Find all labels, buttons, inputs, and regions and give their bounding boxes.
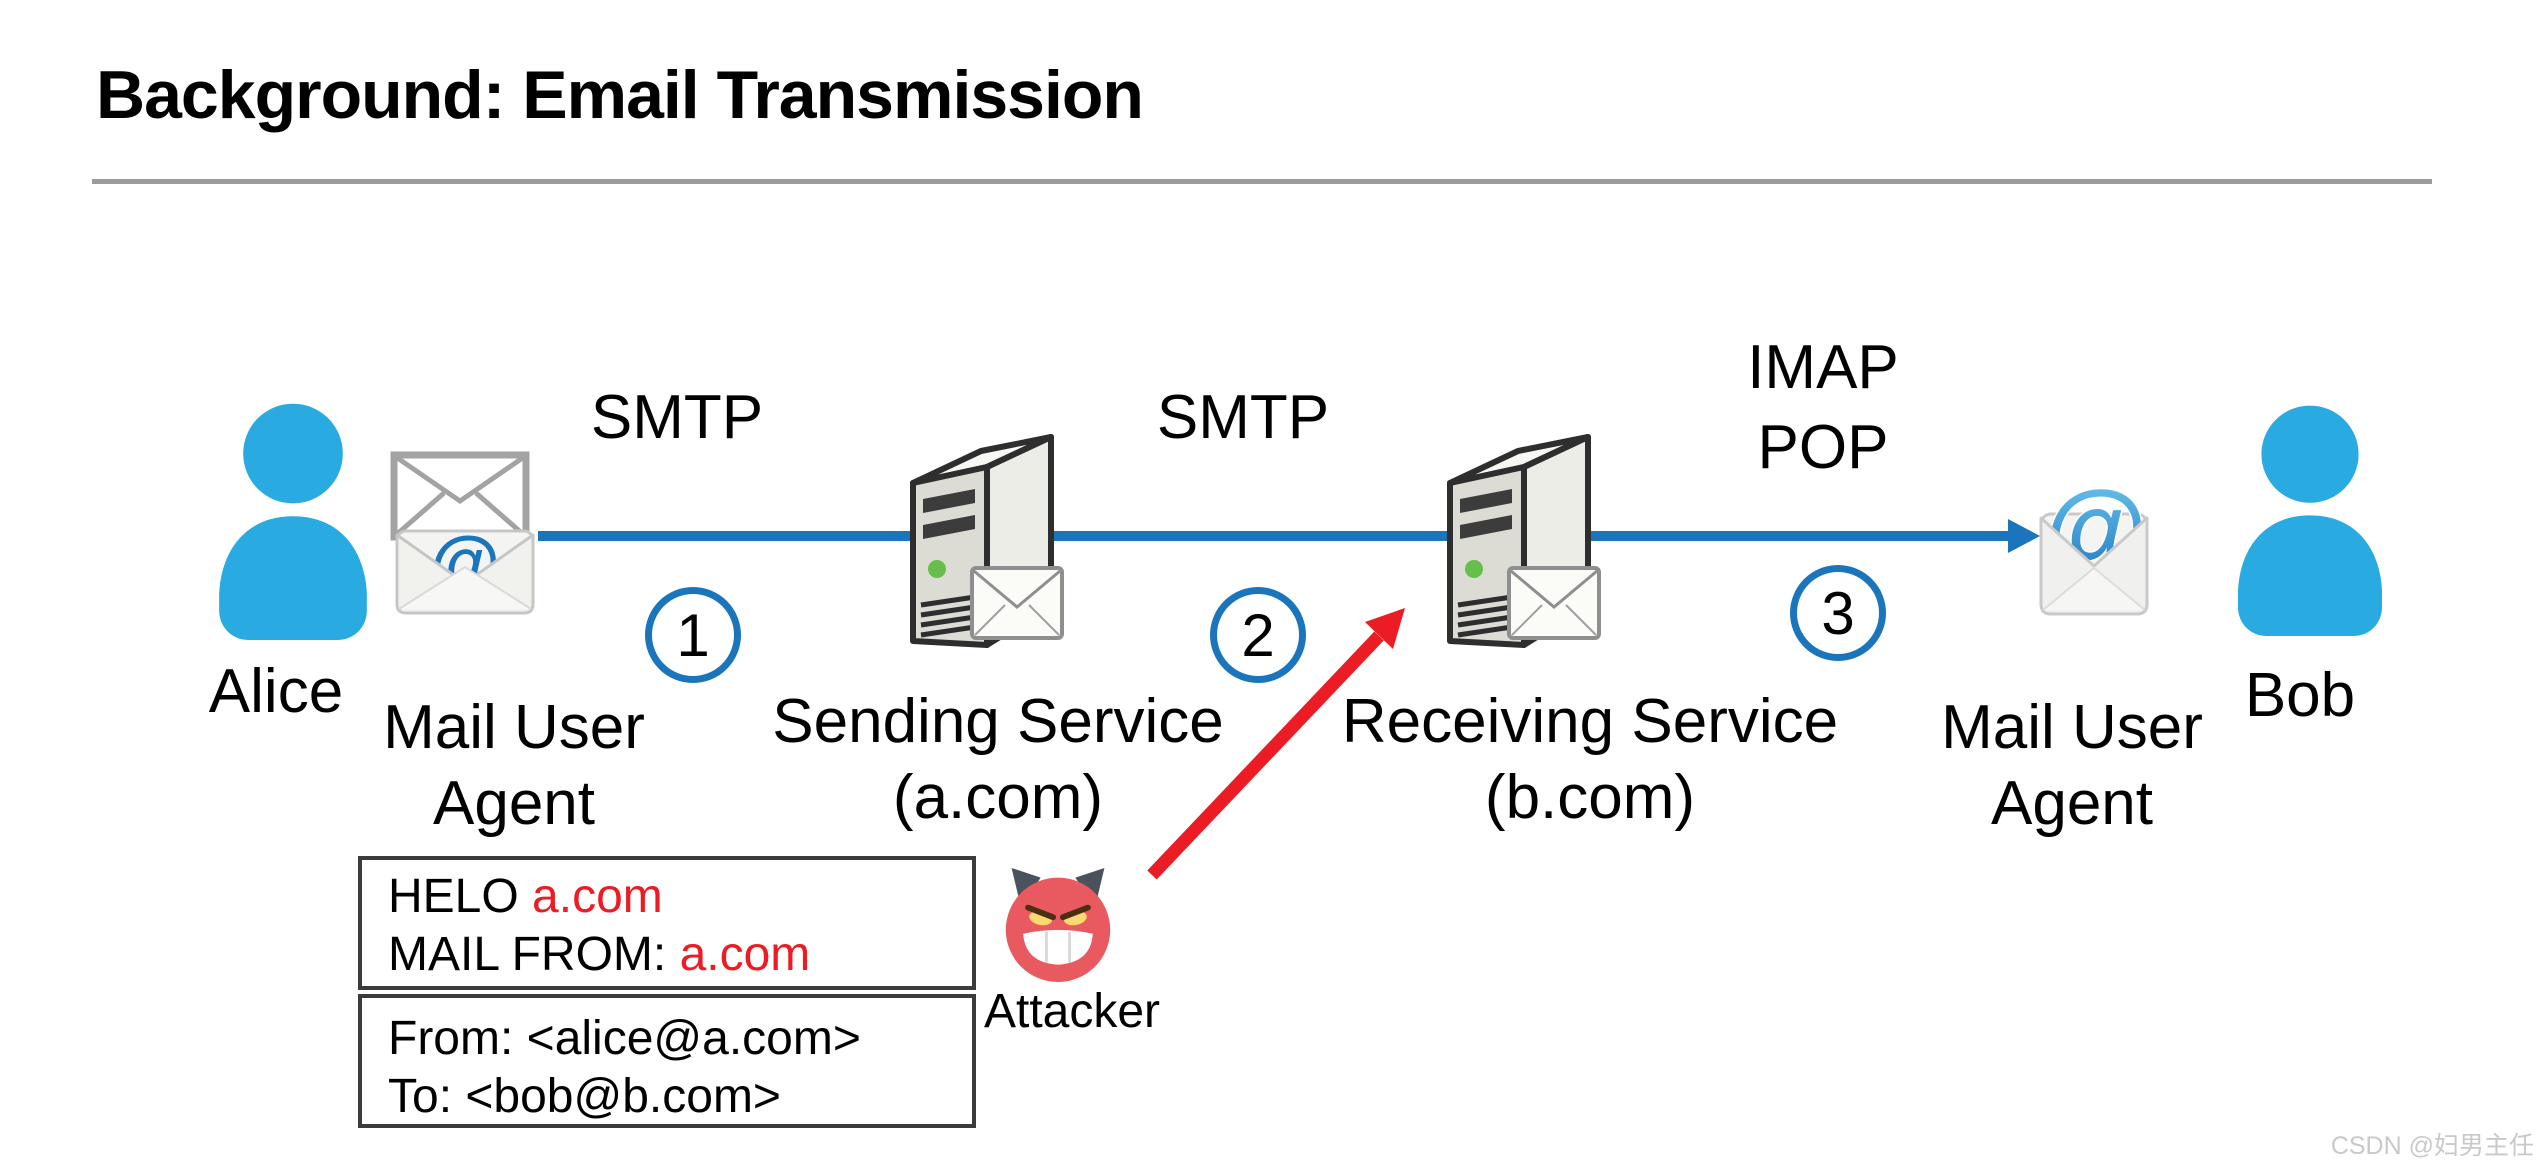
attacker-label: Attacker [983, 985, 1161, 1038]
imap-line: IMAP [1747, 333, 1899, 402]
bob-user-icon [2220, 402, 2400, 636]
step-1-badge: 1 [645, 587, 741, 683]
receiving-line2: (b.com) [1484, 763, 1696, 832]
closed-envelope-icon [390, 451, 530, 541]
receiving-line1: Receiving Service [1341, 687, 1839, 756]
sending-line1: Sending Service [772, 687, 1224, 756]
smtp-command-line2: MAIL FROM: a.com [388, 926, 972, 984]
slide-title: Background: Email Transmission [96, 57, 1144, 133]
smtp-flow-arrow-line [538, 531, 2010, 541]
devil-icon [1000, 864, 1116, 986]
smtp-command-box: HELO a.com MAIL FROM: a.com [358, 856, 976, 990]
mail-from-text: MAIL FROM: [388, 928, 680, 981]
mail-from-domain-highlight: a.com [679, 928, 811, 981]
mail-user-agent-label-right: Mail User Agent [1922, 690, 2222, 842]
receiving-server-icon [1430, 413, 1605, 658]
smtp-flow-arrowhead-icon [2008, 519, 2040, 553]
helo-text: HELO [388, 870, 533, 923]
smtp-label-2: SMTP [1156, 383, 1330, 452]
step-2-badge: 2 [1210, 587, 1306, 683]
header-to-line: To: <bob@b.com> [388, 1070, 781, 1123]
mua-right-line2: Agent [1990, 769, 2154, 838]
title-divider [92, 179, 2432, 184]
pop-line: POP [1757, 413, 1889, 482]
sending-server-icon [893, 413, 1068, 658]
mail-header-box: From: <alice@a.com> To: <bob@b.com> [358, 994, 976, 1128]
csdn-watermark: CSDN @妇男主任 [2330, 1132, 2534, 1160]
smtp-command-line1: HELO a.com [388, 868, 972, 926]
mua-right-line1: Mail User [1941, 693, 2203, 762]
helo-domain-highlight: a.com [532, 870, 663, 923]
mua-left-line2: Agent [432, 769, 596, 838]
sending-line2: (a.com) [892, 763, 1104, 832]
alice-label: Alice [208, 657, 344, 726]
mail-client-envelope-icon: @ [395, 515, 535, 615]
smtp-label-1: SMTP [590, 383, 764, 452]
at-envelope-icon: @ [2038, 462, 2150, 617]
bob-label: Bob [2244, 661, 2356, 730]
mail-user-agent-label-left: Mail User Agent [364, 690, 664, 842]
header-from-line: From: <alice@a.com> [388, 1012, 861, 1065]
sending-service-label: Sending Service (a.com) [748, 684, 1248, 836]
attack-arrow-icon [1128, 582, 1428, 898]
mua-left-line1: Mail User [383, 693, 645, 762]
imap-pop-label: IMAP POP [1698, 328, 1948, 488]
receiving-service-label: Receiving Service (b.com) [1340, 684, 1840, 836]
alice-user-icon [200, 400, 386, 640]
step-3-badge: 3 [1790, 565, 1886, 661]
